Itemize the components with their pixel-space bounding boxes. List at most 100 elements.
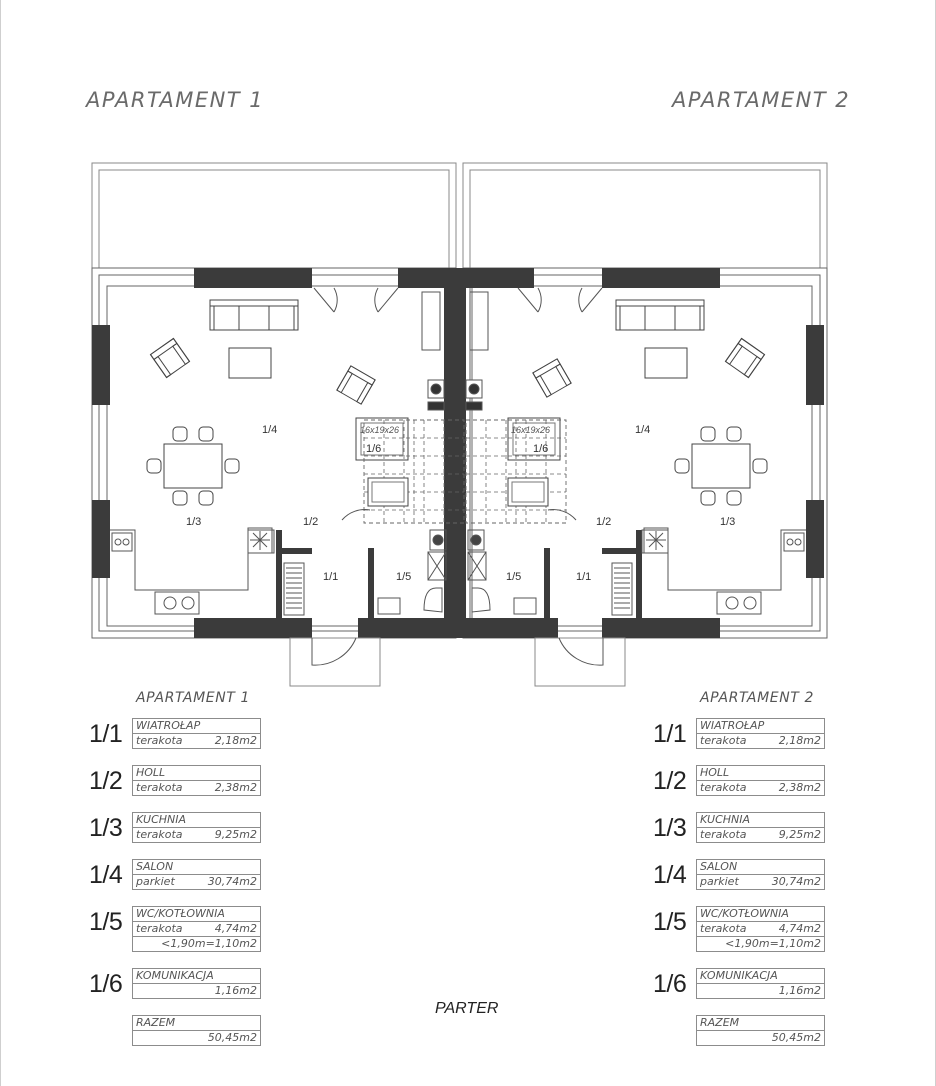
right-garden-outline bbox=[462, 162, 828, 269]
room-floor-area: terakota 9,25m2 bbox=[697, 827, 824, 842]
room-extra: <1,90m=1,10m2 bbox=[161, 937, 257, 950]
room-number: 1/2 bbox=[89, 767, 123, 795]
room-floor: parkiet bbox=[136, 875, 175, 888]
plan-label-1-4: 1/4 bbox=[262, 424, 277, 436]
right-kitchen bbox=[641, 527, 806, 615]
apartment-1-header: APARTAMENT 1 bbox=[86, 88, 265, 112]
room-number: 1/6 bbox=[89, 970, 123, 998]
total-area-line: 50,45m2 bbox=[697, 1030, 824, 1045]
room-row: 1/6 KOMUNIKACJA 1,16m2 bbox=[89, 968, 289, 1002]
plan-label-1-6: 1/6 bbox=[533, 443, 548, 455]
room-number: 1/4 bbox=[89, 861, 123, 889]
room-floor: terakota bbox=[700, 781, 747, 794]
room-area: 2,18m2 bbox=[778, 734, 821, 747]
floor-level-label: PARTER bbox=[435, 1000, 499, 1017]
total-label: RAZEM bbox=[700, 1016, 740, 1029]
left-wc bbox=[341, 509, 447, 615]
stair-dimension-label: 16x19x26 bbox=[511, 425, 550, 435]
room-name: HOLL bbox=[136, 766, 166, 779]
room-row: 1/6 KOMUNIKACJA 1,16m2 bbox=[653, 968, 853, 1002]
stair-dimension-label: 16x19x26 bbox=[360, 425, 399, 435]
room-number: 1/6 bbox=[653, 970, 687, 998]
room-name: WC/KOTŁOWNIA bbox=[136, 907, 225, 920]
room-floor: terakota bbox=[136, 734, 183, 747]
room-info-box: SALON parkiet 30,74m2 bbox=[132, 859, 261, 890]
room-name: SALON bbox=[700, 860, 738, 873]
room-area: 4,74m2 bbox=[214, 922, 257, 935]
room-number: 1/5 bbox=[653, 908, 687, 936]
sheet-border-left bbox=[0, 0, 1, 1086]
room-number: 1/3 bbox=[89, 814, 123, 842]
floor-plan: 1/4 1/3 1/2 1/1 1/5 1/6 16x19x26 1/4 1/3… bbox=[91, 162, 828, 687]
structural-walls bbox=[92, 268, 824, 638]
room-name: WIATROŁAP bbox=[136, 719, 201, 732]
room-name: KUCHNIA bbox=[700, 813, 751, 826]
plan-label-1-5: 1/5 bbox=[396, 571, 411, 583]
room-area: 2,18m2 bbox=[214, 734, 257, 747]
plan-label-1-2: 1/2 bbox=[596, 516, 611, 528]
room-floor: terakota bbox=[700, 734, 747, 747]
total-box: RAZEM 50,45m2 bbox=[696, 1015, 825, 1046]
room-info-box: KOMUNIKACJA 1,16m2 bbox=[132, 968, 261, 999]
room-area: 9,25m2 bbox=[778, 828, 821, 841]
room-floor: terakota bbox=[136, 781, 183, 794]
room-floor-area: 1,16m2 bbox=[697, 983, 824, 998]
room-floor: terakota bbox=[700, 922, 747, 935]
room-info-box: KUCHNIA terakota 9,25m2 bbox=[696, 812, 825, 843]
right-room-labels: 1/4 1/3 1/2 1/1 1/5 1/6 16x19x26 bbox=[506, 424, 735, 583]
right-stair bbox=[465, 417, 567, 524]
total-label: RAZEM bbox=[136, 1016, 176, 1029]
room-floor: parkiet bbox=[700, 875, 739, 888]
room-name: KUCHNIA bbox=[136, 813, 187, 826]
room-row: 1/4 SALON parkiet 30,74m2 bbox=[89, 859, 289, 893]
room-floor: terakota bbox=[700, 828, 747, 841]
room-number: 1/1 bbox=[653, 720, 687, 748]
apartment-2-header: APARTAMENT 2 bbox=[672, 88, 851, 112]
room-floor-area: 1,16m2 bbox=[133, 983, 260, 998]
wardrobes bbox=[283, 562, 633, 616]
schedule-1-title: APARTAMENT 1 bbox=[136, 690, 250, 706]
room-floor-area: terakota 4,74m2 bbox=[697, 921, 824, 936]
room-number: 1/2 bbox=[653, 767, 687, 795]
left-room-labels: 1/4 1/3 1/2 1/1 1/5 1/6 16x19x26 bbox=[186, 424, 411, 583]
room-name: KOMUNIKACJA bbox=[136, 969, 214, 982]
right-living-furniture bbox=[532, 299, 767, 505]
entrance-porches bbox=[289, 637, 626, 687]
room-extra-area: <1,90m=1,10m2 bbox=[697, 936, 824, 951]
room-floor-area: terakota 2,18m2 bbox=[697, 733, 824, 748]
room-name: KOMUNIKACJA bbox=[700, 969, 778, 982]
left-living-furniture bbox=[147, 299, 376, 505]
room-info-box: WIATROŁAP terakota 2,18m2 bbox=[132, 718, 261, 749]
central-utilities bbox=[421, 291, 489, 411]
room-floor: terakota bbox=[136, 828, 183, 841]
room-area: 4,74m2 bbox=[778, 922, 821, 935]
plan-label-1-5: 1/5 bbox=[506, 571, 521, 583]
schedule-2-title: APARTAMENT 2 bbox=[700, 690, 814, 706]
total-area-line: 50,45m2 bbox=[133, 1030, 260, 1045]
plan-label-1-4: 1/4 bbox=[635, 424, 650, 436]
plan-label-1-1: 1/1 bbox=[576, 571, 591, 583]
room-floor-area: parkiet 30,74m2 bbox=[133, 874, 260, 889]
plan-label-1-1: 1/1 bbox=[323, 571, 338, 583]
room-area: 30,74m2 bbox=[207, 875, 257, 888]
room-extra-area: <1,90m=1,10m2 bbox=[133, 936, 260, 951]
total-row: RAZEM 50,45m2 bbox=[89, 1015, 289, 1049]
room-name: SALON bbox=[136, 860, 174, 873]
terrace-doors bbox=[313, 287, 603, 313]
